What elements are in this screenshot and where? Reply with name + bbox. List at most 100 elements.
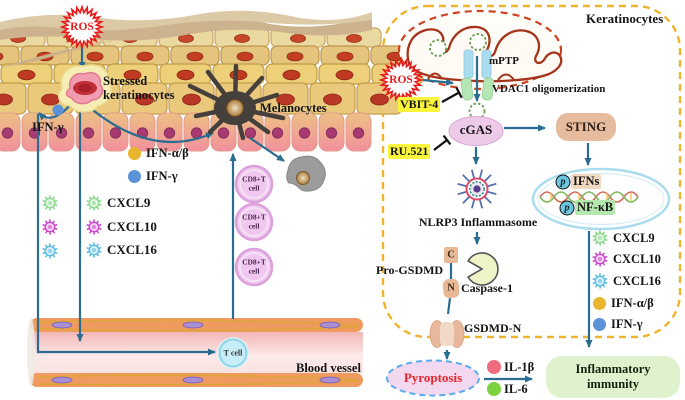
ru521-label: RU.521 bbox=[388, 144, 431, 159]
phospho-badge-2: p bbox=[559, 200, 575, 216]
legend-ifn-ab: IFN-α/β bbox=[128, 146, 189, 161]
ifn-ab-legend-label: IFN-α/β bbox=[146, 146, 189, 160]
mptp-vdac1-channel bbox=[460, 49, 495, 101]
nlrp3-label: NLRP3 Inflammasome bbox=[418, 215, 538, 229]
stressed-line1: Stressed bbox=[103, 74, 148, 88]
ros-label-right: ROS bbox=[389, 74, 413, 86]
ifn-g-legend-label: IFN-γ bbox=[146, 169, 178, 183]
cd8-line1: CD8+T bbox=[242, 257, 266, 267]
sting-label: STING bbox=[565, 119, 607, 134]
melanocyte-death-arrow bbox=[249, 137, 285, 162]
stressed-keratinocyte bbox=[57, 64, 112, 113]
legend-ifn-g: IFN-γ bbox=[128, 169, 178, 184]
stressed-keratinocytes-label: Stressed keratinocytes bbox=[103, 74, 175, 102]
ros-starbursts bbox=[59, 4, 424, 103]
cxcl10-label: CXCL10 bbox=[107, 219, 157, 234]
blood-vessel-label: Blood vessel bbox=[296, 361, 361, 375]
nlrp3-inflammasome-icon bbox=[457, 169, 497, 209]
inflammatory-line2: immunity bbox=[586, 377, 640, 391]
vbit4-label: VBIT-4 bbox=[398, 97, 441, 112]
cxcl16-icon bbox=[592, 273, 608, 289]
mediator-cxcl9: CXCL9 bbox=[592, 230, 655, 246]
cgas-shape bbox=[448, 116, 504, 146]
chemokine-particle bbox=[42, 243, 58, 259]
p-label: p bbox=[560, 176, 566, 188]
n-terminal-label: N bbox=[447, 282, 455, 294]
ifn-gamma-particle bbox=[52, 104, 64, 116]
cd8-line2: cell bbox=[248, 266, 260, 275]
cxcl9-label: CXCL9 bbox=[107, 195, 151, 210]
p-label: p bbox=[564, 202, 570, 214]
melanocyte bbox=[187, 63, 286, 141]
c-terminal-label: C bbox=[447, 249, 455, 261]
released-mtdna-icon bbox=[468, 102, 486, 120]
il6-icon bbox=[487, 382, 501, 396]
gsdmd-link bbox=[446, 297, 452, 315]
cd8-line1: CD8+T bbox=[242, 174, 266, 184]
mediator-cxcl16: CXCL16 bbox=[592, 273, 661, 289]
cd8-t-cells bbox=[234, 164, 274, 287]
signal-arrows-right bbox=[422, 56, 593, 383]
keratinocyte-to-melanocyte-arrow bbox=[87, 105, 214, 144]
caspase1-shape bbox=[467, 252, 499, 286]
chemokine-to-tcell-arrow bbox=[36, 114, 216, 356]
signal-arrows-left bbox=[36, 46, 285, 356]
pro-gsdmd-label: Pro-GSDMD bbox=[376, 263, 444, 277]
ros-starburst-left bbox=[59, 4, 105, 50]
ifn-ab-icon bbox=[593, 297, 606, 310]
pyroptosis-shape bbox=[386, 359, 480, 397]
t-cell-label: T cell bbox=[223, 348, 243, 358]
cxcl10-icon bbox=[592, 251, 608, 267]
il6-label: IL-6 bbox=[504, 382, 528, 396]
ifn-ab-label: IFN-α/β bbox=[611, 296, 654, 310]
cxcl10-icon bbox=[86, 219, 102, 235]
vdac1-label: VDAC1 oligomerization bbox=[492, 83, 606, 95]
cd8-cell-3: CD8+T cell bbox=[242, 257, 266, 276]
ifns-label: IFNs bbox=[571, 174, 602, 189]
mitochondrion bbox=[397, 9, 563, 91]
inhibition-lines bbox=[433, 86, 463, 151]
pyroptosis-label: Pyroptosis bbox=[403, 370, 463, 385]
mediator-ifn-ab: IFN-α/β bbox=[593, 296, 654, 311]
cxcl9-label: CXCL9 bbox=[613, 230, 655, 245]
gsdmd-n-label: GSDMD-N bbox=[464, 321, 522, 335]
stressed-line2: keratinocytes bbox=[103, 88, 175, 102]
ifn-g-icon bbox=[128, 170, 141, 183]
keratinocytes-title: Keratinocytes bbox=[586, 11, 664, 26]
keratinocyte-membrane bbox=[381, 4, 682, 339]
ifn-gamma-label: IFN-γ bbox=[32, 120, 64, 134]
pro-gsdmd-complex bbox=[442, 247, 499, 299]
caspase1-label: Caspase-1 bbox=[461, 281, 514, 295]
legend-cxcl9: CXCL9 bbox=[86, 195, 150, 211]
mediator-cxcl10: CXCL10 bbox=[592, 251, 661, 267]
nfkb-label: NF-κB bbox=[575, 200, 616, 215]
legend-cxcl10: CXCL10 bbox=[86, 219, 157, 235]
t-cell bbox=[217, 337, 249, 369]
cxcl16-label: CXCL16 bbox=[107, 242, 157, 257]
cxcl10-label: CXCL10 bbox=[613, 251, 661, 266]
inflammatory-immunity-box: Inflammatory immunity bbox=[546, 356, 680, 398]
legend-cxcl16: CXCL16 bbox=[86, 242, 157, 258]
cd8-cell-1: CD8+T cell bbox=[242, 174, 266, 193]
il1b-icon bbox=[487, 360, 501, 374]
secreted-chemokines bbox=[42, 195, 58, 259]
cxcl9-icon bbox=[86, 195, 102, 211]
mtdna-icon bbox=[429, 33, 487, 57]
chemokine-particle bbox=[42, 195, 58, 211]
cd8-cell-2: CD8+T cell bbox=[242, 213, 266, 231]
cxcl9-icon bbox=[592, 230, 608, 246]
ros-to-channel-arrow bbox=[422, 78, 454, 86]
gsdmd-pore bbox=[429, 320, 465, 348]
chemokine-particle bbox=[42, 219, 58, 235]
ifn-g-label: IFN-γ bbox=[611, 317, 643, 331]
cgas-label: cGAS bbox=[459, 122, 493, 137]
cd8-line2: cell bbox=[248, 221, 260, 230]
ifn-g-icon bbox=[593, 318, 606, 331]
phospho-badge-1: p bbox=[555, 174, 571, 190]
ifn-ab-icon bbox=[128, 147, 141, 160]
inflammatory-line1: Inflammatory bbox=[575, 362, 651, 376]
mediator-ifn-g: IFN-γ bbox=[593, 317, 643, 332]
mptp-label: mPTP bbox=[489, 55, 519, 67]
